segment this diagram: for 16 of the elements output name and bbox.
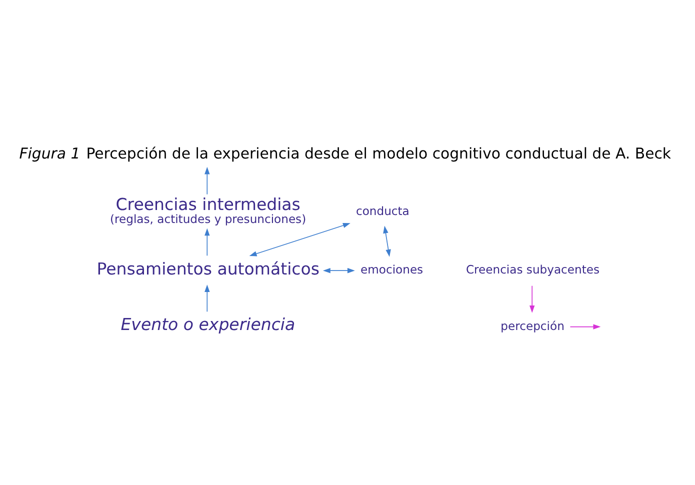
node-text: conducta — [356, 203, 410, 218]
arrow — [204, 228, 210, 256]
arrow — [322, 267, 355, 273]
arrow — [204, 166, 210, 194]
node-text: Creencias subyacentes — [466, 262, 600, 276]
node-text: emociones — [360, 262, 424, 276]
node-text: Evento o experiencia — [120, 314, 296, 334]
diagram-title: Figura 1 Percepción de la experiencia desde el modelo cognitivo conductual de A. Beck — [19, 144, 672, 162]
arrow — [383, 225, 391, 256]
node-text: Creencias intermedias (reglas, actitudes y presunciones) — [110, 194, 306, 226]
arrow — [529, 284, 535, 312]
arrow — [570, 324, 601, 329]
arrow — [249, 222, 350, 256]
node-text: percepción — [500, 318, 564, 332]
arrow — [204, 284, 210, 312]
node-text: Pensamientos automáticos — [96, 259, 320, 278]
